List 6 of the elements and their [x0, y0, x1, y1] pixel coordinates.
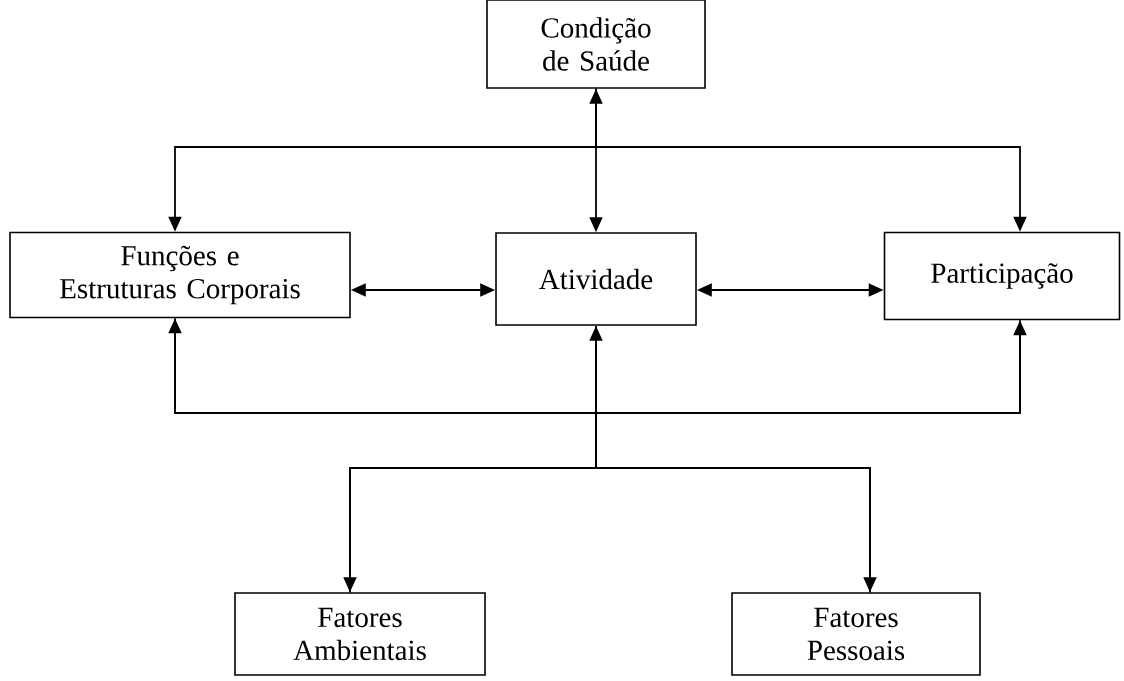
text-box: Participação: [883, 231, 1121, 321]
text-box: Funções e Estruturas Corporais: [9, 231, 351, 319]
text-box: Fatores Ambientais: [234, 592, 486, 676]
text-box: Atividade: [495, 232, 697, 326]
text-box: Fatores Pessoais: [731, 592, 981, 676]
text-box: Condição de Saúde: [486, 0, 706, 89]
